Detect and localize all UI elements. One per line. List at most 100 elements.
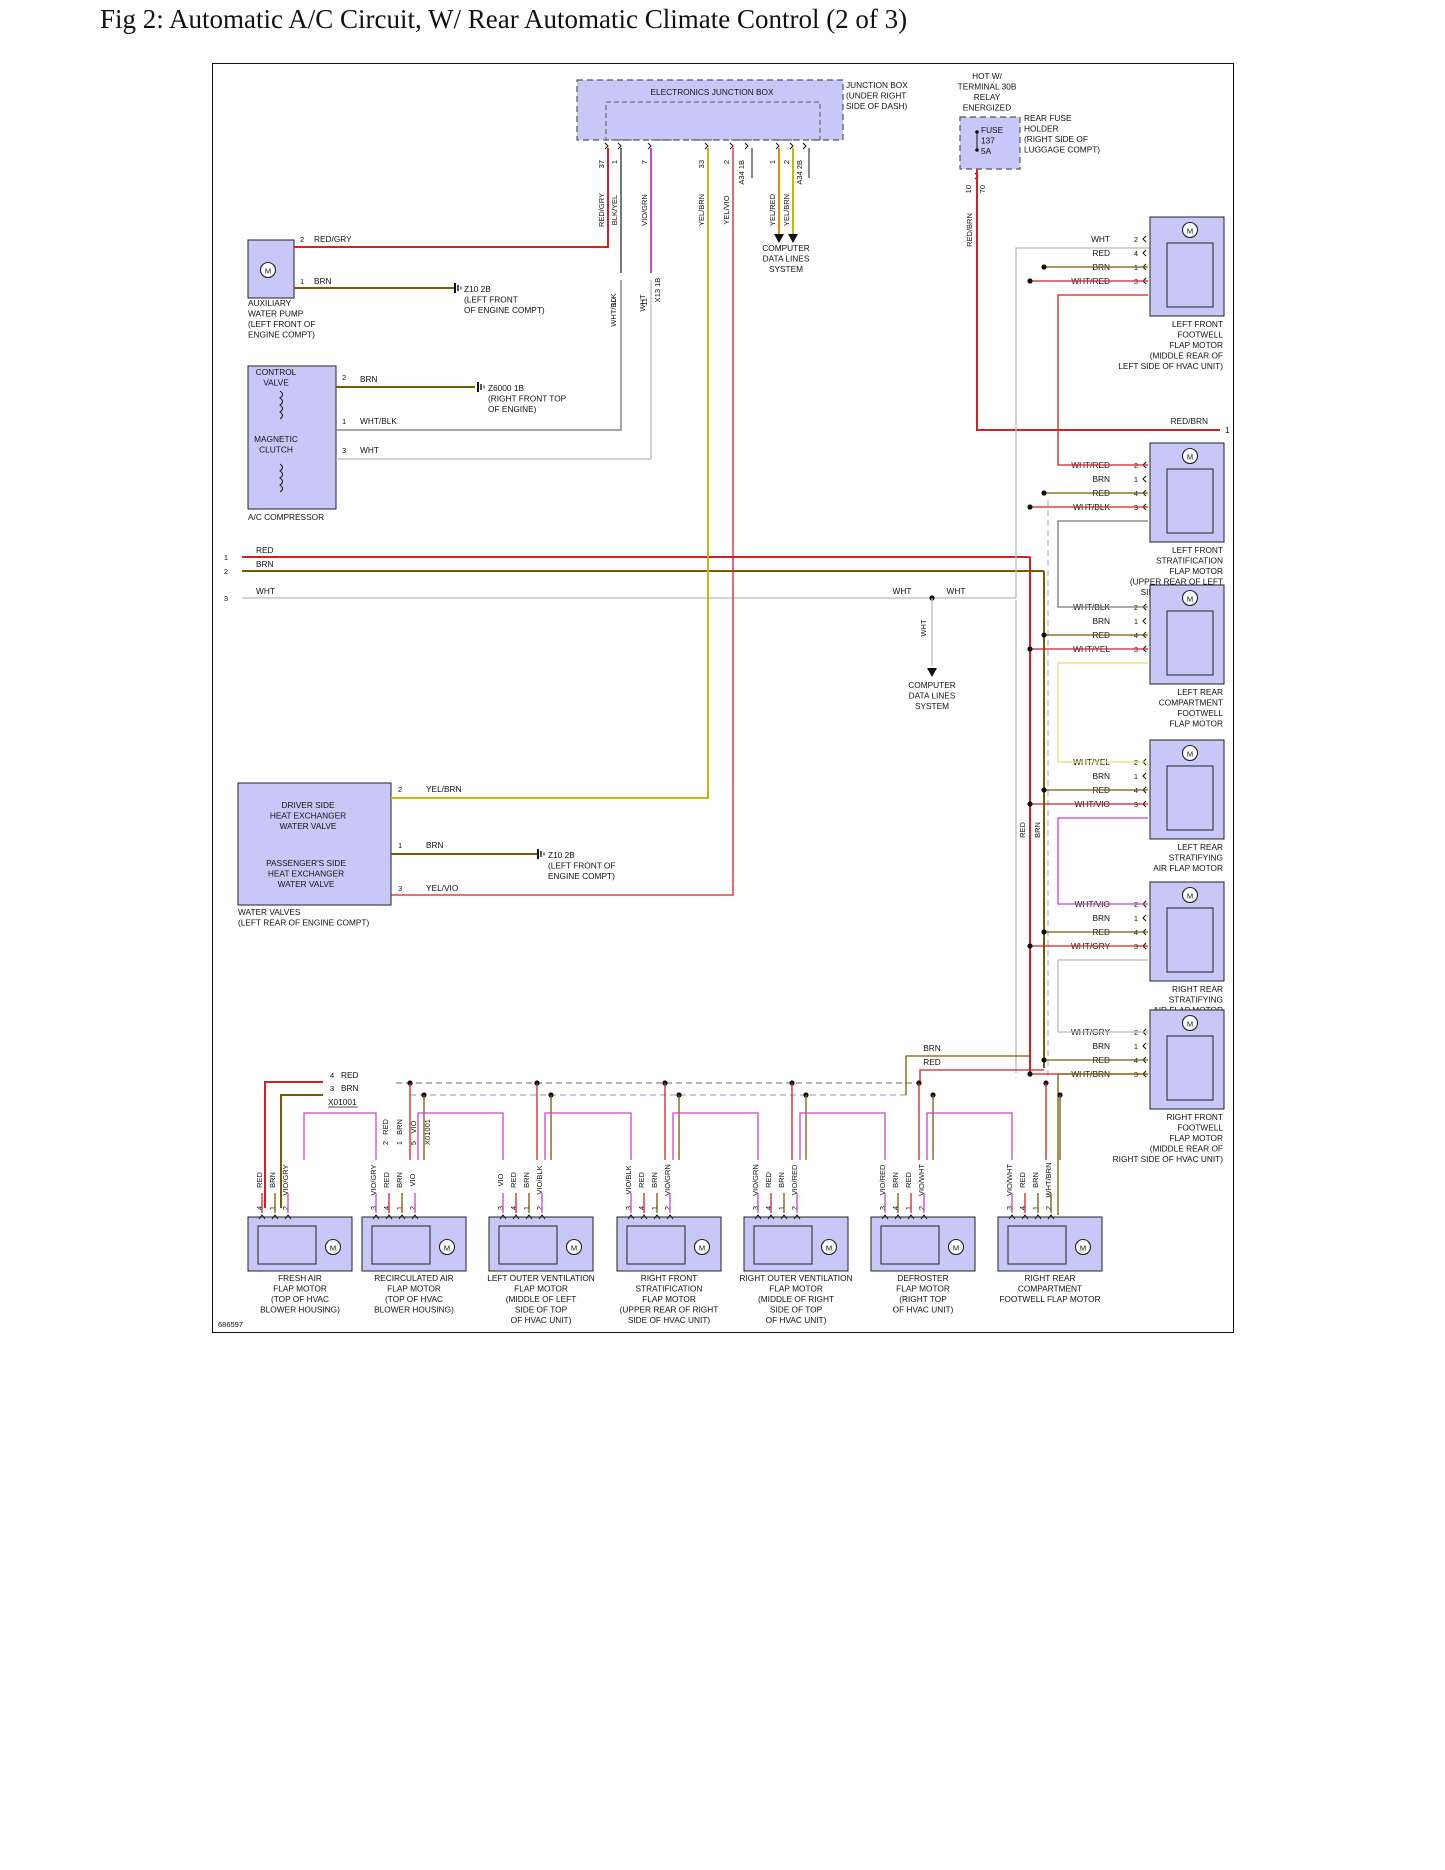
pin-icon (411, 1214, 419, 1220)
motor-pin: 1 (1134, 1042, 1138, 1051)
motor-icon-label: M (330, 1243, 336, 1252)
motor-pin-wire: RED (637, 1172, 646, 1188)
cds2-label: DATA LINES (909, 691, 956, 701)
hot-note: ENERGIZED (963, 103, 1011, 113)
passenger-valve-label: PASSENGER'S SIDE (266, 858, 346, 868)
right-motor-label: FLAP MOTOR (1169, 1133, 1223, 1143)
wire-right-red (919, 1069, 1044, 1083)
bottom-motor-label: STRATIFICATION (636, 1284, 703, 1294)
bottom-motor-label: SIDE OF HVAC UNIT) (628, 1315, 711, 1325)
control-valve-label: CONTROL (256, 367, 297, 377)
coil-icon (279, 390, 283, 420)
right-motor-label: RIGHT SIDE OF HVAC UNIT) (1113, 1154, 1224, 1164)
wire-label: YEL/VIO (426, 883, 459, 893)
splice-dot (1041, 632, 1047, 638)
motor-pin-wire: VIO/WHT (1005, 1164, 1014, 1196)
pin-icon (704, 142, 709, 150)
motor-pin: 4 (637, 1206, 646, 1210)
motor-pin-wire: BRN (1092, 771, 1110, 781)
motor-link (1057, 662, 1148, 763)
pin-icon (538, 1214, 546, 1220)
arrow-icon (788, 234, 798, 243)
aux-pump-label: WATER PUMP (248, 309, 304, 319)
right-motor-label: (MIDDLE REAR OF (1150, 351, 1223, 361)
bottom-motor-label: (TOP OF HVAC (271, 1294, 329, 1304)
wire-red-brn (976, 169, 1220, 431)
motor-body (1166, 468, 1214, 534)
coil-icon (279, 463, 283, 493)
fuse-pin: 10 (964, 185, 973, 193)
bottom-motor-label: RIGHT OUTER VENTILATION (739, 1273, 852, 1283)
ejb-pin-number: 7 (640, 160, 649, 164)
wht-label: WHT (947, 586, 966, 596)
driver-valve-label: HEAT EXCHANGER (270, 811, 346, 821)
motor-pin-wire: RED (382, 1172, 391, 1188)
ejb-wire-color: VIO/GRN (640, 194, 649, 226)
x13-pin: 10 (609, 298, 618, 306)
motor-pin: 2 (790, 1206, 799, 1210)
splice-dot (1027, 801, 1033, 807)
motor-pin: 4 (382, 1206, 391, 1210)
wire-yel-brn (391, 148, 709, 799)
pin: 3 (342, 446, 346, 455)
pin-icon (1008, 1214, 1016, 1220)
ejb-wire-color: YEL/BRN (697, 194, 706, 226)
motor-icon-label: M (265, 266, 271, 275)
bottom-motor-label: FLAP MOTOR (896, 1284, 950, 1294)
jb-note: SIDE OF DASH) (846, 101, 908, 111)
motor-icon (1181, 1014, 1199, 1032)
right-motor-label: RIGHT REAR (1172, 984, 1223, 994)
red-brn-label: RED/BRN (1171, 416, 1208, 426)
motor-pin-wire: VIO/BLK (535, 1165, 544, 1194)
cds-label: DATA LINES (763, 254, 810, 264)
motor-pin: 4 (509, 1206, 518, 1210)
bus-wire-label: BRN (256, 559, 274, 569)
motor-link (1057, 959, 1148, 1033)
pin-icon (907, 1214, 915, 1220)
vio-link (672, 1112, 759, 1160)
aux-pump-label: ENGINE COMPT) (248, 330, 315, 340)
figure-id: 686597 (218, 1320, 243, 1329)
motor-body (880, 1225, 940, 1265)
pin-icon (398, 1214, 406, 1220)
bottom-motor-label: BLOWER HOUSING) (260, 1305, 340, 1315)
bus-conn: X01001 (328, 1097, 357, 1107)
cds2-label: SYSTEM (915, 701, 949, 711)
motor-pin: 3 (624, 1206, 633, 1210)
upper-wire: VIO (409, 1120, 418, 1133)
motor-pin: 1 (650, 1206, 659, 1210)
right-motor-label: (UPPER REAR OF LEFT (1130, 577, 1223, 587)
upper-conn: X01001 (423, 1119, 432, 1145)
right-motor-label: FLAP MOTOR (1169, 340, 1223, 350)
motor-pin: 1 (522, 1206, 531, 1210)
pin-icon (780, 1214, 788, 1220)
pin-icon (920, 1214, 928, 1220)
bottom-motor-label: LEFT OUTER VENTILATION (487, 1273, 595, 1283)
ejb-wire-color: YEL/RED (768, 193, 777, 226)
clutch-label: CLUTCH (259, 445, 293, 455)
bottom-motor-label: FLAP MOTOR (769, 1284, 823, 1294)
motor-icon (1181, 589, 1199, 607)
motor-icon-label: M (571, 1243, 577, 1252)
motor-pin-wire: VIO/BLK (624, 1165, 633, 1194)
bus-wire: BRN (341, 1083, 359, 1093)
bus-wire: RED (341, 1070, 359, 1080)
wire-bus3 (280, 1094, 323, 1208)
motor-pin-wire: RED (1018, 1172, 1027, 1188)
fuse-label: 5A (981, 146, 992, 156)
pin-icon (604, 142, 609, 150)
motor-pin-wire: RED (904, 1172, 913, 1188)
right-motor-label: LEFT REAR (1178, 842, 1224, 852)
splice-dot (1027, 504, 1033, 510)
bottom-motor-label: SIDE OF TOP (515, 1305, 568, 1315)
bottom-motor-label: (UPPER REAR OF RIGHT (620, 1305, 719, 1315)
bottom-motor-label: FRESH AIR (278, 1273, 322, 1283)
motor-pin: 4 (255, 1206, 264, 1210)
wire-label: BRN (360, 374, 378, 384)
bus-pin: 3 (224, 594, 228, 603)
ejb-pin-number: 2 (722, 160, 731, 164)
motor-pin-wire: VIO/GRY (369, 1164, 378, 1195)
motor-pin: 2 (535, 1206, 544, 1210)
junction-box-inner (605, 101, 821, 141)
motor-pin: 1 (395, 1206, 404, 1210)
